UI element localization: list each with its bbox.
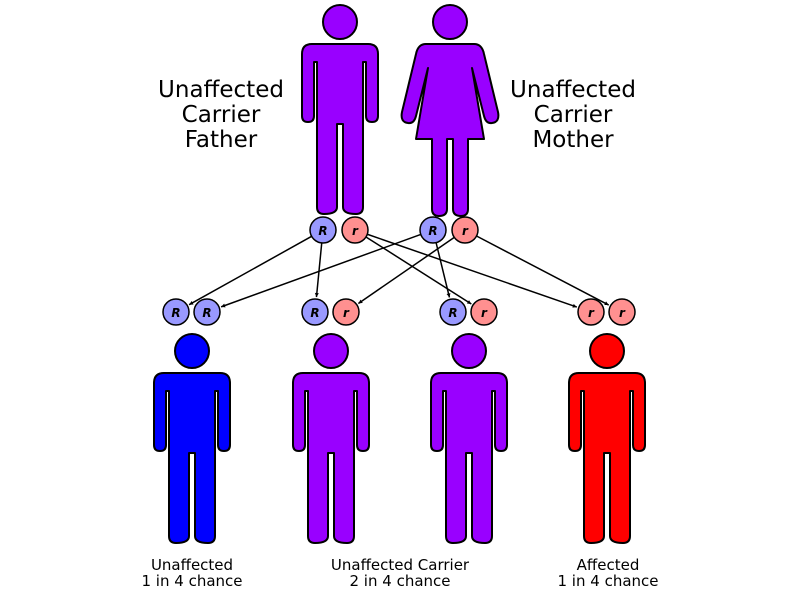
mother-label: Unaffected Carrier Mother [488,78,658,153]
arrowhead [572,303,577,308]
child-allele-recessive: r [470,298,498,326]
body [568,372,646,544]
mother-allele-recessive: r [451,216,479,244]
allele-circle [341,216,369,244]
child-figure-carrier [430,333,508,544]
figures [153,4,646,544]
inheritance-line [365,236,472,305]
arrowhead [358,299,363,304]
father-label: Unaffected Carrier Father [136,78,306,153]
mother-label-line: Carrier [533,102,613,128]
father-label-line: Father [184,127,258,153]
allele-letter: R [202,306,211,320]
outcome-title: Unaffected [150,556,234,574]
allele-letter: r [462,224,469,238]
allele-letter: r [352,224,359,238]
mother-label-line: Mother [532,127,614,153]
child-allele-recessive: r [332,298,360,326]
outcome-title: Affected [576,556,640,574]
allele-circle [309,216,337,244]
body [400,43,500,217]
outcome-chance: 2 in 4 chance [349,572,451,590]
father-label-line: Carrier [181,102,261,128]
arrowhead [189,300,194,305]
arrowhead [604,301,609,306]
allele-circle [608,298,636,326]
outcome-label-carrier: Unaffected Carrier 2 in 4 chance [300,557,500,589]
inheritance-line [220,233,422,308]
arrowhead [446,293,451,298]
father-allele-recessive: r [341,216,369,244]
inheritance-line [315,242,323,298]
child-figure-unaffected [153,333,231,544]
allele-letter: R [428,224,437,238]
child-figure-affected [568,333,646,544]
inheritance-line [188,235,313,306]
allele-circle [419,216,447,244]
allele-letter: r [481,306,488,320]
allele-circle [470,298,498,326]
head [451,333,487,369]
mother-allele-dominant: R [419,216,447,244]
mother-figure [400,4,500,217]
inheritance-line [476,235,610,306]
mother-label-line: Unaffected [510,77,636,103]
child-allele-dominant: R [162,298,190,326]
allele-circle [439,298,467,326]
father-label-line: Unaffected [158,77,284,103]
head [174,333,210,369]
allele-circle [162,298,190,326]
child-figure-carrier [292,333,370,544]
father-figure [301,4,379,215]
body [153,372,231,544]
outcome-label-affected: Affected 1 in 4 chance [508,557,708,589]
child-allele-dominant: R [193,298,221,326]
child-allele-dominant: R [301,298,329,326]
arrowhead [221,303,226,308]
body [292,372,370,544]
allele-circle [301,298,329,326]
child-allele-recessive: r [608,298,636,326]
allele-letter: R [310,306,319,320]
allele-circle [332,298,360,326]
head [432,4,468,40]
inheritance-line [357,236,455,305]
allele-letter: r [343,306,350,320]
father-allele-dominant: R [309,216,337,244]
allele-letter: R [318,224,327,238]
allele-circle [451,216,479,244]
head [313,333,349,369]
allele-letter: R [448,306,457,320]
outcome-chance: 1 in 4 chance [557,572,659,590]
body [430,372,508,544]
arrowhead [314,292,319,298]
head [589,333,625,369]
allele-letter: r [588,306,595,320]
inheritance-lines [188,233,610,308]
arrowhead [466,300,472,304]
body [301,43,379,215]
allele-letter: r [619,306,626,320]
outcome-label-unaffected: Unaffected 1 in 4 chance [92,557,292,589]
head [322,4,358,40]
outcome-chance: 1 in 4 chance [141,572,243,590]
allele-letter: R [171,306,180,320]
allele-circle [577,298,605,326]
inheritance-line [367,233,578,308]
child-allele-dominant: R [439,298,467,326]
allele-circle [193,298,221,326]
child-allele-recessive: r [577,298,605,326]
outcome-title: Unaffected Carrier [330,556,470,574]
